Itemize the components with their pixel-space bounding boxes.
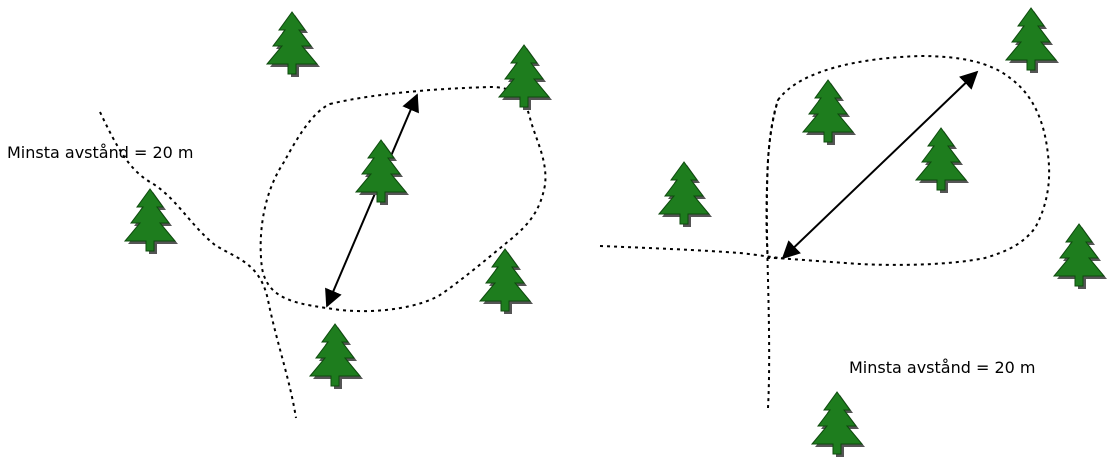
right-trail-horizontal [599,245,791,260]
distance-label-right: Minsta avstånd = 20 m [849,358,1036,377]
right-plot-boundary [765,54,1051,266]
tree-icon [479,248,534,315]
tree-icon [811,391,866,458]
tree-icon [1053,223,1108,290]
tree-icon [915,127,970,194]
left-plot-boundary [259,85,547,313]
distance-label-left: Minsta avstånd = 20 m [7,143,194,162]
tree-icon [355,139,410,206]
tree-icon [802,79,857,146]
tree-icon [309,323,364,390]
tree-icon [266,11,321,78]
right-distance-arrow [781,70,979,260]
tree-icon [1005,7,1060,74]
tree-icon [658,161,713,228]
tree-icon [498,44,553,111]
left-distance-arrow [325,93,419,308]
